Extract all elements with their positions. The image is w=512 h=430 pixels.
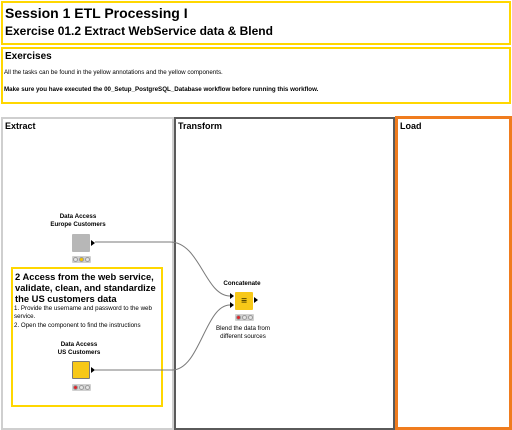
concatenate-node[interactable]: ≡: [235, 292, 253, 310]
concatenate-desc-line1: Blend the data from: [215, 325, 270, 332]
exercises-instruction: All the tasks can be found in the yellow…: [4, 69, 223, 76]
us-status-indicator: [72, 384, 91, 391]
us-node-label-line1: Data Access: [60, 341, 98, 348]
concatenate-input-port-2[interactable]: [230, 302, 234, 308]
us-output-port[interactable]: [91, 367, 95, 373]
europe-status-indicator: [72, 256, 91, 263]
us-node-label-line2: US Customers: [57, 349, 101, 356]
load-section[interactable]: Load: [395, 116, 512, 430]
concatenate-desc-line2: different sources: [220, 333, 266, 340]
status-light-red: [73, 257, 78, 262]
us-access-step-2: 2. Open the component to find the instru…: [14, 322, 141, 329]
europe-node-label: Data Access Europe Customers: [38, 213, 118, 229]
concatenate-output-port[interactable]: [254, 297, 258, 303]
us-access-annotation-title: 2 Access from the web service, validate,…: [15, 271, 156, 304]
transform-section-title: Transform: [178, 121, 223, 131]
concatenate-status-indicator: [235, 314, 254, 321]
us-access-annotation[interactable]: 2 Access from the web service, validate,…: [11, 267, 163, 407]
status-light-red: [236, 315, 241, 320]
concatenate-node-label: Concatenate: [223, 280, 261, 287]
status-light-yellow: [242, 315, 247, 320]
us-node-label: Data Access US Customers: [39, 341, 119, 357]
us-customers-component[interactable]: [72, 361, 90, 379]
transform-section[interactable]: Transform: [174, 117, 395, 430]
exercises-annotation[interactable]: Exercises All the tasks can be found in …: [1, 47, 511, 104]
europe-output-port[interactable]: [91, 240, 95, 246]
exercises-warning: Make sure you have executed the 00_Setup…: [4, 86, 319, 93]
extract-section-title: Extract: [5, 121, 36, 131]
europe-customers-component[interactable]: [72, 234, 90, 252]
exercises-title: Exercises: [5, 51, 52, 62]
status-light-yellow: [79, 257, 84, 262]
header-annotation[interactable]: Session 1 ETL Processing I Exercise 01.2…: [1, 1, 511, 45]
status-light-green: [85, 257, 90, 262]
europe-node-label-line2: Europe Customers: [50, 221, 106, 228]
concatenate-input-port-1[interactable]: [230, 293, 234, 299]
concatenate-node-description: Blend the data from different sources: [202, 325, 284, 341]
status-light-yellow: [79, 385, 84, 390]
workflow-title: Session 1 ETL Processing I: [5, 5, 188, 21]
load-section-title: Load: [400, 121, 422, 131]
status-light-red: [73, 385, 78, 390]
workflow-subtitle: Exercise 01.2 Extract WebService data & …: [5, 24, 273, 38]
us-access-step-1: 1. Provide the username and password to …: [14, 305, 152, 320]
status-light-green: [85, 385, 90, 390]
europe-node-label-line1: Data Access: [59, 213, 97, 220]
status-light-green: [248, 315, 253, 320]
concatenate-icon: ≡: [240, 296, 248, 305]
